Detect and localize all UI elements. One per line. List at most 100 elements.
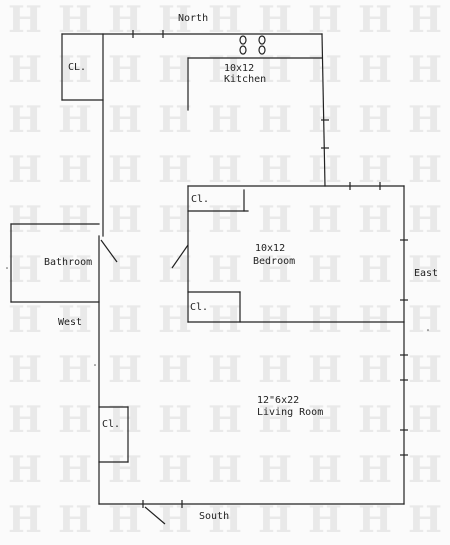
watermark-glyph: H <box>257 149 292 191</box>
watermark-glyph: H <box>407 399 442 441</box>
watermark-glyph: H <box>57 99 92 141</box>
watermark-glyph: H <box>407 99 442 141</box>
watermark-glyph: H <box>307 349 342 391</box>
watermark-glyph: H <box>57 149 92 191</box>
watermark-glyph: H <box>207 199 242 241</box>
watermark-glyph: H <box>407 449 442 491</box>
watermark-glyph: H <box>307 299 342 341</box>
watermark-glyph: H <box>207 249 242 291</box>
east-label: East <box>414 268 439 279</box>
watermark-glyph: H <box>57 449 92 491</box>
south-label: South <box>199 511 230 522</box>
watermark-glyph: H <box>257 199 292 241</box>
watermark-glyph: H <box>207 349 242 391</box>
watermark-glyph: H <box>207 49 242 91</box>
watermark-glyph: H <box>107 449 142 491</box>
watermark-glyph: H <box>57 199 92 241</box>
watermark-glyph: H <box>157 349 192 391</box>
watermark-glyph: H <box>107 149 142 191</box>
living-room-size: 12"6x22 <box>257 395 300 406</box>
watermark-glyph: H <box>357 149 392 191</box>
watermark-glyph: H <box>407 49 442 91</box>
watermark-glyph: H <box>257 299 292 341</box>
kitchen-size: 10x12 <box>224 63 255 74</box>
watermark-glyph: H <box>307 249 342 291</box>
kitchen-name: Kitchen <box>224 74 267 85</box>
watermark-glyph: H <box>157 99 192 141</box>
watermark-glyph: H <box>7 299 42 341</box>
watermark-glyph: H <box>357 349 392 391</box>
watermark-glyph: H <box>107 49 142 91</box>
watermark-glyph: H <box>357 399 392 441</box>
watermark-glyph: H <box>57 299 92 341</box>
watermark-glyph: H <box>407 149 442 191</box>
watermark-glyph: H <box>157 49 192 91</box>
watermark-glyph: H <box>7 249 42 291</box>
bedroom-name: Bedroom <box>253 256 296 267</box>
kitchen-east-wall <box>321 33 326 187</box>
watermark-glyph: H <box>207 149 242 191</box>
watermark-glyph: H <box>357 0 392 41</box>
watermark-glyph: H <box>107 349 142 391</box>
watermark-glyph: H <box>307 199 342 241</box>
watermark-glyph: H <box>7 199 42 241</box>
watermark-glyph: H <box>7 149 42 191</box>
watermark-glyph: H <box>257 349 292 391</box>
window-ticks <box>132 30 408 508</box>
watermark-glyph: H <box>7 49 42 91</box>
watermark-glyph: H <box>407 0 442 41</box>
north-label: North <box>178 13 209 24</box>
watermark-glyph: H <box>257 99 292 141</box>
watermark-glyph: H <box>257 49 292 91</box>
watermark-glyph: H <box>407 349 442 391</box>
watermark-glyph: H <box>307 49 342 91</box>
watermark-glyph: H <box>107 99 142 141</box>
floor-plan <box>6 30 429 525</box>
watermark-glyph: H <box>57 349 92 391</box>
watermark-glyph: H <box>57 49 92 91</box>
closet-label-top-left: CL. <box>68 62 87 73</box>
watermark-glyph: H <box>257 399 292 441</box>
living-room-name: Living Room <box>257 407 324 418</box>
watermark-glyph: H <box>57 399 92 441</box>
watermark-glyph: H <box>107 399 142 441</box>
watermark-glyph: H <box>107 299 142 341</box>
watermark-glyph: H <box>207 99 242 141</box>
watermark-glyph: H <box>357 299 392 341</box>
watermark-glyph: H <box>157 299 192 341</box>
closet-label-living: Cl. <box>102 419 121 430</box>
watermark-glyph: H <box>357 249 392 291</box>
watermark-glyph: H <box>407 299 442 341</box>
watermark-glyph: H <box>7 99 42 141</box>
watermark-glyph: H <box>307 449 342 491</box>
closet-label-bedroom-bottom: Cl. <box>190 302 209 313</box>
watermark-glyph: H <box>157 249 192 291</box>
watermark-glyph: H <box>207 299 242 341</box>
watermark-glyph: H <box>157 449 192 491</box>
west-label: West <box>58 317 83 328</box>
bathroom-name: Bathroom <box>44 257 93 268</box>
watermark-glyph: H <box>357 49 392 91</box>
closet-label-bedroom-top: Cl. <box>191 194 210 205</box>
stove-burners <box>239 35 266 55</box>
watermark-glyph: H <box>407 249 442 291</box>
watermark-glyph: H <box>57 249 92 291</box>
watermark-glyph: H <box>157 149 192 191</box>
watermark-glyph: H <box>7 349 42 391</box>
specks <box>6 267 429 366</box>
watermark-glyph: H <box>357 99 392 141</box>
bedroom-size: 10x12 <box>255 243 286 254</box>
watermark-glyph: H <box>207 399 242 441</box>
watermark-glyph: H <box>257 449 292 491</box>
watermark-glyph: H <box>207 449 242 491</box>
watermark-glyph: H <box>107 199 142 241</box>
watermark-glyph: H <box>307 399 342 441</box>
